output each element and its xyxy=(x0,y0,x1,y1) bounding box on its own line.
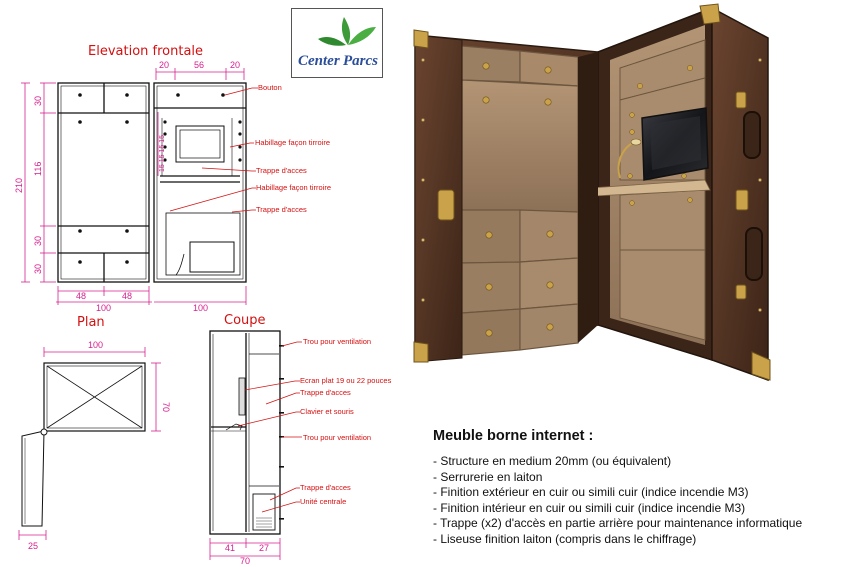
description-item: Structure en medium 20mm (ou équivalent) xyxy=(433,454,843,470)
coupe-leader-lines xyxy=(237,341,302,513)
dim-plan-25: 25 xyxy=(28,541,38,551)
label-trappe-acces-a: Trappe d'acces xyxy=(300,388,351,397)
dim-left-30-mid: 30 xyxy=(33,236,43,246)
dim-coupe-70: 70 xyxy=(240,556,250,566)
elevation-top-dimension-line xyxy=(155,68,245,80)
dim-bottom-100-right: 100 xyxy=(193,303,208,313)
coupe-view xyxy=(209,330,281,535)
coupe-vent-holes xyxy=(279,345,284,520)
description-item: Finition extérieur en cuir ou simili cui… xyxy=(433,485,843,501)
dim-bottom-100-left: 100 xyxy=(96,303,111,313)
coupe-title: Coupe xyxy=(224,313,266,328)
leaf-icon xyxy=(341,17,351,45)
dim-plan-70: 70 xyxy=(161,402,171,412)
label-trou-ventilation-1: Trou pour ventilation xyxy=(303,337,371,346)
plan-dimension-lines xyxy=(18,347,161,540)
dim-top-56: 56 xyxy=(194,60,204,70)
elevation-title: Elevation frontale xyxy=(88,44,203,59)
label-habillage-2: Habillage façon tirroire xyxy=(256,183,331,192)
elevation-right-panel xyxy=(153,82,247,283)
description-item: Trappe (x2) d'accès en partie arrière po… xyxy=(433,516,843,532)
dim-left-116: 116 xyxy=(33,162,43,176)
dim-left-30-top: 30 xyxy=(33,96,43,106)
dim-bottom-48-left: 48 xyxy=(76,291,86,301)
label-bouton: Bouton xyxy=(258,83,282,92)
label-clavier-souris: Clavier et souris xyxy=(300,407,354,416)
elevation-bottom-dimension-lines xyxy=(56,286,247,305)
label-unite-centrale: Unité centrale xyxy=(300,497,346,506)
label-trappe-1: Trappe d'acces xyxy=(256,166,307,175)
dim-left-30-bot: 30 xyxy=(33,264,43,274)
description-block: Meuble borne internet : Structure en med… xyxy=(433,428,843,548)
dim-left-210: 210 xyxy=(14,178,24,193)
coupe-dimension-lines xyxy=(209,538,281,560)
dim-coupe-27: 27 xyxy=(259,543,269,553)
elevation-leader-lines xyxy=(169,87,258,213)
dim-coupe-41: 41 xyxy=(225,543,235,553)
dim-top-20-right: 20 xyxy=(230,60,240,70)
dim-top-20-left: 20 xyxy=(159,60,169,70)
logo-text-parcs: Parcs xyxy=(343,53,378,69)
label-trappe-2: Trappe d'acces xyxy=(256,205,307,214)
logo-text-center: Center xyxy=(298,53,340,69)
elevation-left-dimension-lines xyxy=(21,82,159,283)
plan-title: Plan xyxy=(77,315,105,330)
description-list: Structure en medium 20mm (ou équivalent)… xyxy=(433,454,843,548)
label-habillage-1: Habillage façon tirroire xyxy=(255,138,330,147)
label-ecran-plat: Ecran plat 19 ou 22 pouces xyxy=(300,376,392,385)
elevation-right-knobs xyxy=(163,93,242,162)
dim-inner-stack: 15 15 15 15 xyxy=(159,135,166,172)
description-item: Serrurerie en laiton xyxy=(433,470,843,486)
label-trappe-acces-b: Trappe d'acces xyxy=(300,483,351,492)
plan-view xyxy=(21,362,146,527)
description-item: Liseuse finition laiton (compris dans le… xyxy=(433,532,843,548)
trunk-illustration xyxy=(413,3,771,382)
dim-bottom-48-right: 48 xyxy=(122,291,132,301)
description-item: Finition intérieur en cuir ou simili cui… xyxy=(433,501,843,517)
elevation-left-panel xyxy=(57,82,150,283)
description-title: Meuble borne internet : xyxy=(433,428,594,444)
elevation-left-knobs xyxy=(78,93,129,264)
dim-plan-100: 100 xyxy=(88,340,103,350)
center-parcs-logo: Center Parcs xyxy=(291,8,383,78)
label-trou-ventilation-2: Trou pour ventilation xyxy=(303,433,371,442)
